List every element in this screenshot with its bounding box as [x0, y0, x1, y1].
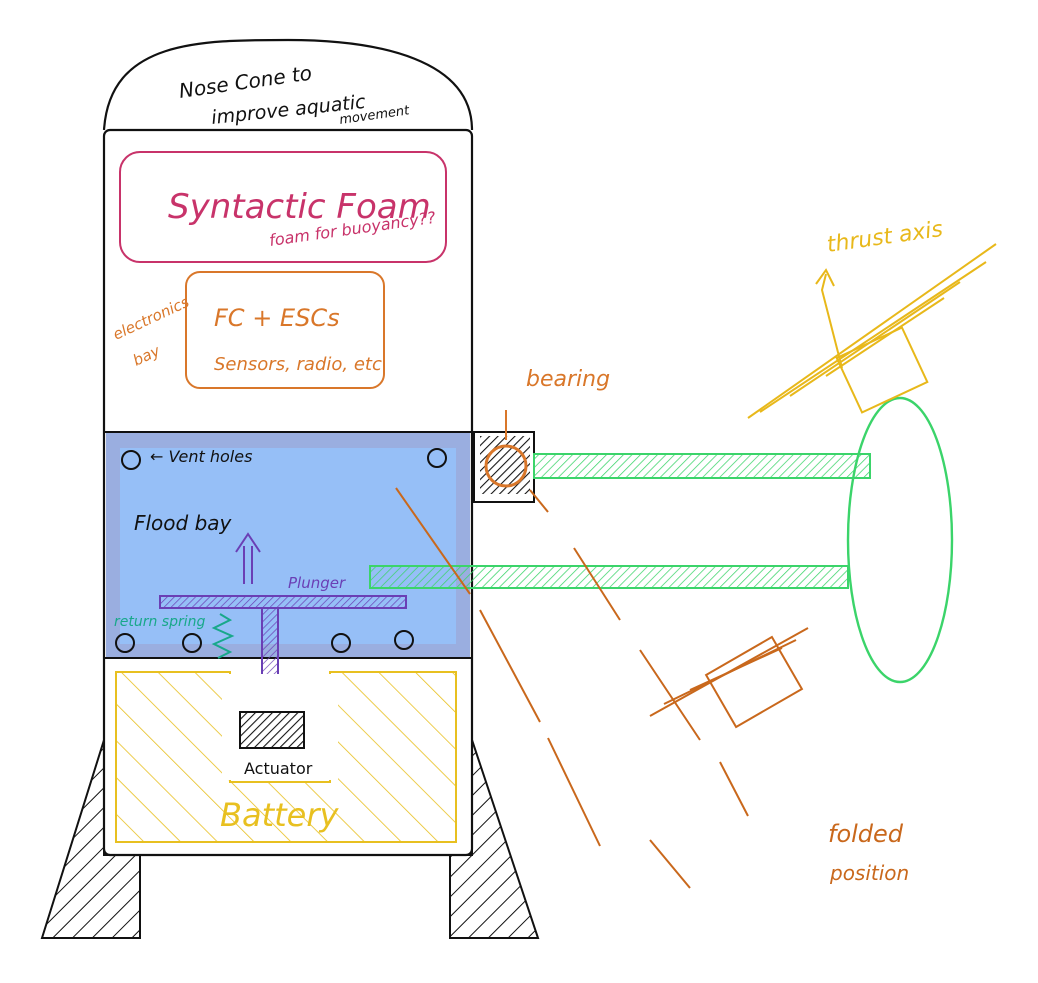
syntactic-foam-box	[119, 151, 447, 263]
folded-label-line1: folded	[828, 820, 904, 848]
vent-hole	[115, 633, 135, 653]
flood-bay-label: Flood bay	[134, 511, 233, 535]
nose-label-line1: Nose Cone to	[177, 61, 313, 103]
sensors-label: Sensors, radio, etc	[214, 354, 382, 375]
vent-hole	[331, 633, 351, 653]
return-spring-label: return spring	[114, 614, 206, 630]
battery-label: Battery	[220, 796, 340, 834]
up-arrow-icon	[235, 532, 261, 584]
thrust-axis-label: thrust axis	[825, 217, 944, 258]
vent-hole	[394, 630, 414, 650]
nose-cone	[102, 38, 474, 131]
vent-holes	[115, 448, 447, 653]
thrust-motor	[747, 243, 997, 419]
vent-holes-label: ← Vent holes	[150, 447, 252, 466]
electronics-label-line1: electronics	[110, 293, 192, 344]
vent-hole	[182, 633, 202, 653]
plunger-label: Plunger	[288, 574, 346, 592]
right-leg	[449, 739, 540, 939]
fc-escs-label: FC + ESCs	[214, 304, 340, 332]
lower-arm	[369, 565, 849, 589]
body-outline	[102, 128, 474, 857]
actuator	[239, 711, 305, 749]
actuator-label: Actuator	[244, 759, 313, 778]
electronics-bay-box	[185, 271, 385, 389]
bearing-circle	[484, 444, 528, 488]
flood-bay	[104, 431, 472, 659]
foam-title: Syntactic Foam	[168, 187, 431, 227]
vent-hole	[121, 450, 141, 470]
return-spring	[211, 613, 235, 659]
vent-hole	[427, 448, 447, 468]
folded-position	[395, 487, 809, 889]
upper-arm	[533, 453, 871, 479]
propeller-disk	[846, 396, 954, 684]
bearing-label: bearing	[526, 367, 610, 392]
folded-label-line2: position	[829, 861, 909, 885]
electronics-label-line2: bay	[130, 341, 164, 369]
plunger-bar	[159, 595, 407, 609]
